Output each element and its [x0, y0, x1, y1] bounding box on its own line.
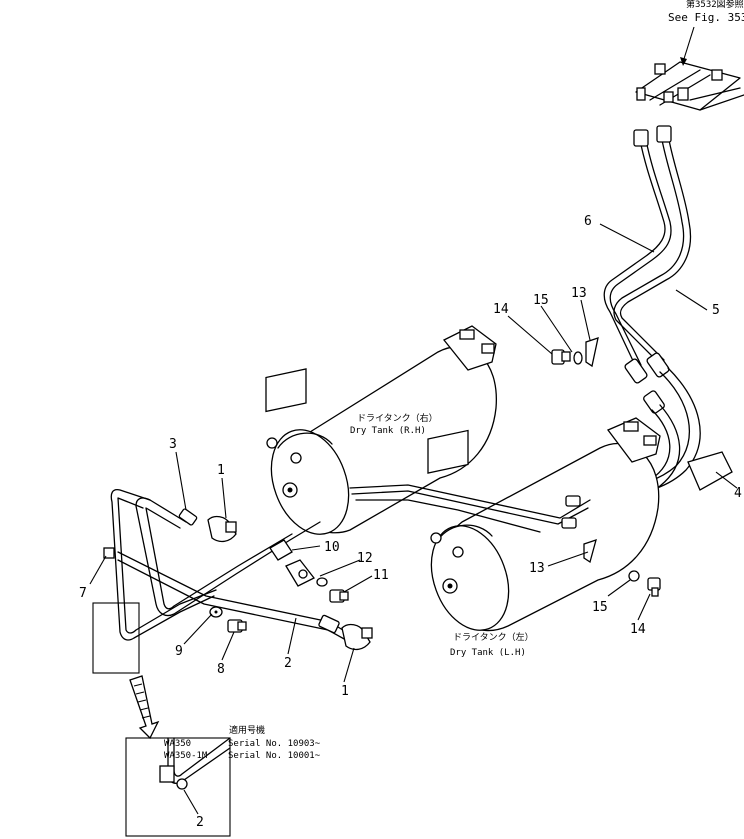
callout-3: 3 [169, 437, 177, 452]
callout-13-top: 13 [571, 286, 587, 301]
bolt-14-rh [551, 349, 571, 365]
washer-15-rh [573, 351, 583, 365]
hose-4-tag [687, 451, 733, 491]
applicability-model-2: WA350-1M [164, 751, 208, 761]
elbow-1-bottom [341, 623, 373, 651]
callout-6: 6 [584, 214, 592, 229]
washer-12 [316, 577, 328, 587]
callout-1-bottom: 1 [341, 684, 349, 699]
callout-numbers: 1 1 2 2 3 4 5 6 7 8 9 10 11 12 13 13 14 … [79, 214, 742, 830]
pipe-fittings-top [624, 125, 672, 414]
tank-lh-label-en: Dry Tank (L.H) [450, 648, 526, 658]
tank-rh-label-en: Dry Tank (R.H) [350, 426, 426, 436]
tank-lh-label-jp: ドライタンク（左） [453, 631, 534, 643]
reference-note-en: See Fig. 3532 [668, 11, 744, 24]
callout-10: 10 [324, 540, 340, 555]
dry-tank-lh [427, 417, 661, 632]
bracket-7 [103, 547, 115, 559]
pipe-3 [110, 488, 321, 641]
elbow-1-top [207, 515, 237, 543]
callout-14-top: 14 [493, 302, 509, 317]
connecting-pipes [349, 484, 591, 533]
bolt-11 [329, 589, 349, 603]
applicability-model-1: WA350 [164, 739, 191, 749]
clamp-10 [269, 539, 293, 561]
leader-lines [89, 223, 738, 815]
reference-note-jp: 第3532図参照 [686, 0, 744, 10]
bolt-14-lh [647, 577, 661, 597]
reference-arrowhead [680, 57, 687, 66]
bracket-12 [285, 559, 315, 587]
plate-13-rh [585, 337, 599, 368]
detail-callout-box [92, 602, 140, 674]
pipe-6 [603, 139, 672, 366]
washer-9-hole [214, 610, 218, 614]
callout-12: 12 [357, 551, 373, 566]
callout-4: 4 [734, 486, 742, 501]
reference-leader [682, 26, 695, 63]
tank-rh-label-jp: ドライタンク（右） [357, 412, 438, 424]
detail-view-drawing [159, 737, 231, 790]
bolt-8 [227, 619, 247, 633]
applicability-heading: 適用号機 [229, 724, 265, 736]
washer-15-lh [628, 570, 640, 582]
dry-tank-rh [265, 325, 497, 535]
connector-block [635, 61, 744, 111]
detail-arrow [129, 675, 160, 740]
callout-2-main: 2 [284, 656, 292, 671]
pipe-5 [613, 139, 692, 363]
callout-8: 8 [217, 662, 225, 677]
callout-14-lh: 14 [630, 622, 646, 637]
callout-11: 11 [373, 568, 389, 583]
callout-13-lh: 13 [529, 561, 545, 576]
callout-2-detail: 2 [196, 815, 204, 830]
detail-view-box [125, 737, 231, 837]
pipe-2 [117, 551, 347, 641]
callout-15-lh: 15 [592, 600, 608, 615]
callout-1-top: 1 [217, 463, 225, 478]
applicability-serial-2: Serial No. 10001~ [228, 751, 321, 761]
applicability-serial-1: Serial No. 10903~ [228, 739, 321, 749]
callout-15-top: 15 [533, 293, 549, 308]
callout-9: 9 [175, 644, 183, 659]
callout-7: 7 [79, 586, 87, 601]
callout-5: 5 [712, 303, 720, 318]
